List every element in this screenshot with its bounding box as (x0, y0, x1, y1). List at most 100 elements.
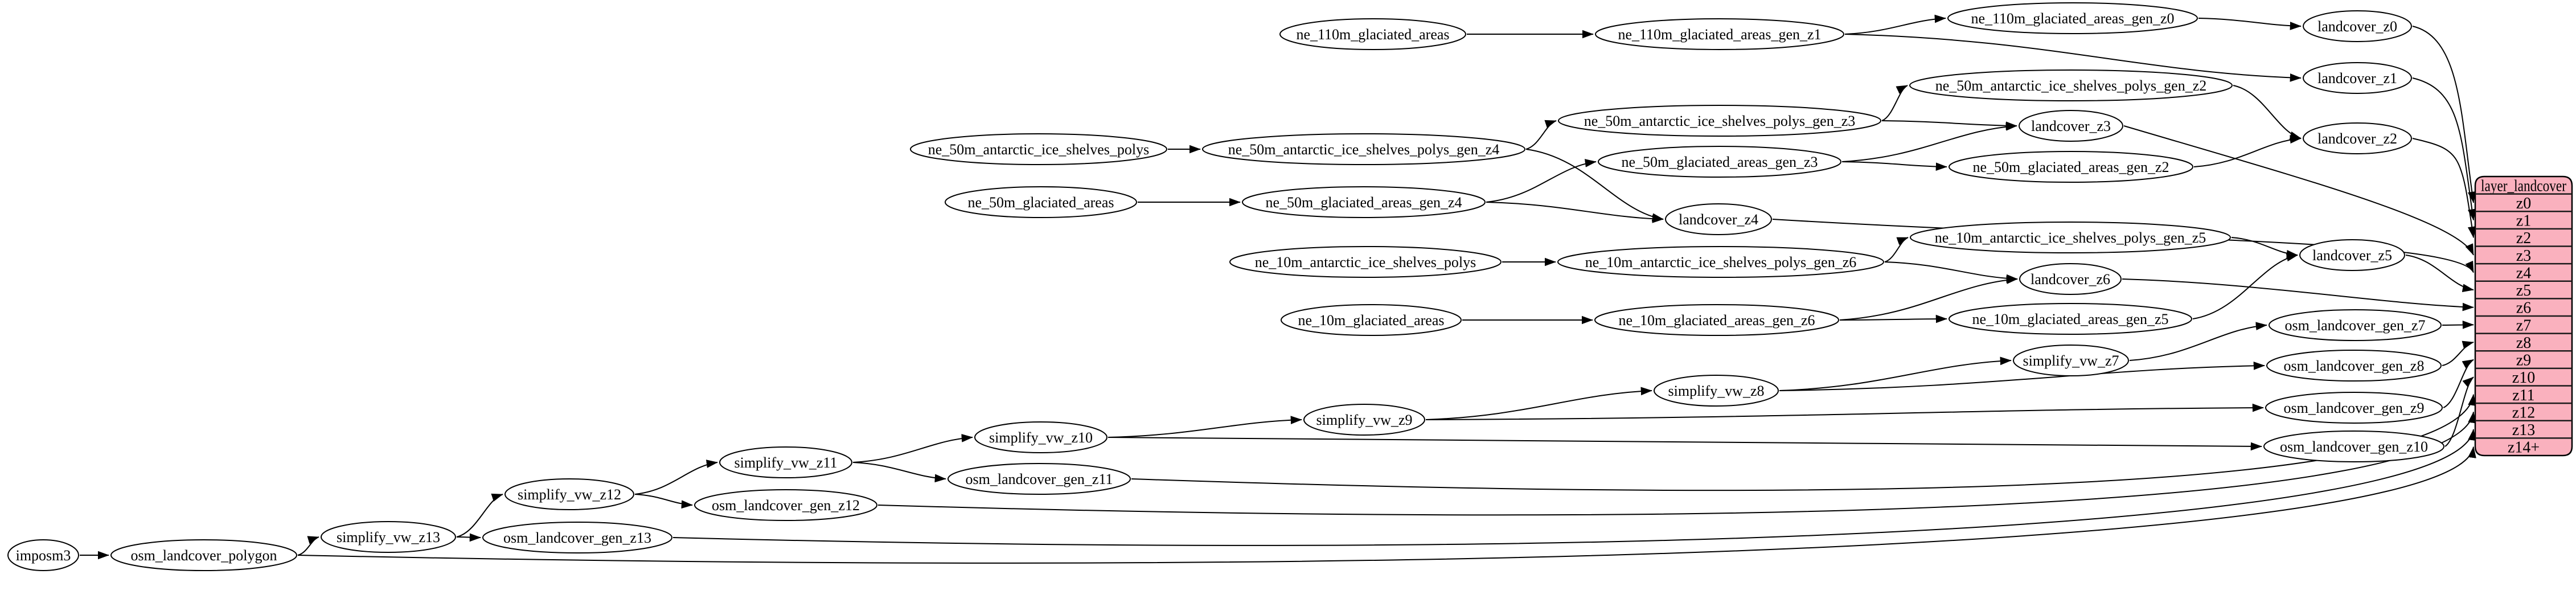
graph-node-ne_50m_glaciated_areas: ne_50m_glaciated_areas (945, 186, 1137, 218)
node-label: landcover_z4 (1679, 211, 1758, 228)
ne_10m_glaciated_areas_gen_z5-ellipse (1949, 303, 2192, 335)
simplify_vw_z13-ellipse (321, 521, 456, 553)
graph-node-ne_50m_antarctic_ice_shelves_polys_gen_z4: ne_50m_antarctic_ice_shelves_polys_gen_z… (1202, 133, 1525, 165)
node-label: ne_10m_glaciated_areas (1298, 312, 1445, 329)
graph-node-osm_landcover_gen_z12: osm_landcover_gen_z12 (694, 489, 877, 521)
node-label: osm_landcover_gen_z7 (2285, 317, 2426, 334)
graph-node-landcover_z4: landcover_z4 (1665, 203, 1772, 235)
landcover_z2-ellipse (2303, 122, 2412, 154)
edge-ne_10m_glaciated_areas_gen_z6-to-landcover_z6 (1839, 276, 2018, 321)
edge-landcover_z2-to-row-z2 (2412, 138, 2476, 239)
edge-ne_50m_antarctic_ice_shelves_polys_gen_z3-to-landcover_z3 (1881, 120, 2017, 130)
graph-node-osm_landcover_gen_z11: osm_landcover_gen_z11 (947, 463, 1131, 495)
graph-node-ne_50m_antarctic_ice_shelves_polys: ne_50m_antarctic_ice_shelves_polys (910, 133, 1167, 165)
ne_110m_glaciated_areas-ellipse (1279, 18, 1466, 50)
node-label: ne_50m_glaciated_areas_gen_z4 (1265, 194, 1462, 211)
edge-osm_landcover_gen_z9-to-row-z9 (2443, 359, 2474, 408)
graph-node-landcover_z1: landcover_z1 (2303, 62, 2412, 94)
table-row-z1: z1 (2516, 212, 2531, 230)
ne_10m_antarctic_ice_shelves_polys_gen_z5-ellipse (1910, 222, 2231, 253)
edge-ne_50m_glaciated_areas_gen_z3-to-landcover_z3 (1841, 122, 2017, 162)
ne_110m_glaciated_areas_gen_z0-ellipse (1947, 2, 2198, 34)
node-label: simplify_vw_z13 (337, 529, 440, 546)
edge-simplify_vw_z12-to-simplify_vw_z11 (634, 460, 718, 495)
osm_landcover_gen_z11-ellipse (947, 463, 1131, 495)
osm_landcover_gen_z7-ellipse (2269, 309, 2442, 341)
simplify_vw_z8-ellipse (1654, 375, 1779, 407)
edge-simplify_vw_z10-to-osm_landcover_gen_z10 (1107, 437, 2262, 451)
edge-simplify_vw_z13-to-simplify_vw_z12 (456, 493, 503, 538)
ne_10m_glaciated_areas_gen_z6-ellipse (1594, 304, 1839, 336)
graph-node-ne_50m_glaciated_areas_gen_z2: ne_50m_glaciated_areas_gen_z2 (1949, 151, 2193, 183)
simplify_vw_z12-ellipse (504, 478, 634, 510)
table-row-z10: z10 (2512, 369, 2535, 387)
table-row-z4: z4 (2516, 264, 2531, 282)
ne_50m_glaciated_areas_gen_z2-ellipse (1949, 151, 2193, 183)
edge-osm_landcover_gen_z13-to-row-z13 (672, 429, 2476, 546)
table-row-z2: z2 (2516, 229, 2531, 247)
edge-ne_50m_glaciated_areas_gen_z3-to-ne_50m_glaciated_areas_gen_z2 (1841, 161, 1947, 171)
graph-node-simplify_vw_z13: simplify_vw_z13 (321, 521, 456, 553)
node-label: ne_10m_antarctic_ice_shelves_polys_gen_z… (1585, 254, 1857, 270)
edge-osm_landcover_gen_z8-to-row-z8 (2442, 341, 2474, 366)
edge-ne_10m_glaciated_areas_gen_z6-to-ne_10m_glaciated_areas_gen_z5 (1839, 314, 1947, 323)
table-row-z11: z11 (2512, 387, 2534, 404)
ne_10m_antarctic_ice_shelves_polys-ellipse (1229, 246, 1502, 278)
edge-ne_50m_glaciated_areas_gen_z4-to-ne_50m_glaciated_areas_gen_z3 (1486, 159, 1597, 203)
node-label: osm_landcover_polygon (130, 547, 277, 564)
table-row-z13: z13 (2512, 421, 2535, 439)
edge-landcover_z1-to-row-z1 (2412, 77, 2476, 221)
graph-node-ne_50m_glaciated_areas_gen_z3: ne_50m_glaciated_areas_gen_z3 (1598, 146, 1841, 178)
osm_landcover_gen_z12-ellipse (694, 489, 877, 521)
node-label: ne_10m_glaciated_areas_gen_z5 (1972, 311, 2168, 327)
edge-osm_landcover_polygon-to-simplify_vw_z13 (297, 536, 319, 556)
edge-ne_50m_antarctic_ice_shelves_polys_gen_z4-to-landcover_z4 (1525, 149, 1664, 222)
node-label: ne_50m_antarctic_ice_shelves_polys_gen_z… (1935, 77, 2207, 94)
graph-node-simplify_vw_z12: simplify_vw_z12 (504, 478, 634, 510)
edge-osm_landcover_polygon-to-row-z14plus (297, 446, 2476, 564)
node-label: osm_landcover_gen_z8 (2284, 358, 2425, 374)
edge-landcover_z4-to-row-z4 (1772, 219, 2474, 273)
graph-node-osm_landcover_gen_z9: osm_landcover_gen_z9 (2265, 392, 2443, 424)
node-label: simplify_vw_z12 (518, 486, 621, 503)
node-label: landcover_z2 (2317, 130, 2397, 147)
node-label: osm_landcover_gen_z13 (503, 530, 651, 546)
graph-node-osm_landcover_gen_z7: osm_landcover_gen_z7 (2269, 309, 2442, 341)
landcover_z5-ellipse (2299, 239, 2405, 271)
edge-ne_50m_glaciated_areas_gen_z4-to-landcover_z4 (1486, 202, 1664, 223)
graph-node-simplify_vw_z7: simplify_vw_z7 (2013, 345, 2129, 376)
graph-node-ne_110m_glaciated_areas_gen_z0: ne_110m_glaciated_areas_gen_z0 (1947, 2, 2198, 34)
edge-simplify_vw_z13-to-osm_landcover_gen_z13 (456, 533, 481, 542)
imposm3-ellipse (7, 539, 79, 571)
graph-node-ne_110m_glaciated_areas: ne_110m_glaciated_areas (1279, 18, 1466, 50)
landcover_z4-ellipse (1665, 203, 1772, 235)
node-label: landcover_z6 (2031, 271, 2110, 288)
simplify_vw_z11-ellipse (719, 446, 852, 478)
graph-node-simplify_vw_z10: simplify_vw_z10 (974, 421, 1107, 453)
edge-ne_50m_antarctic_ice_shelves_polys_gen_z2-to-landcover_z2 (2233, 85, 2302, 140)
edge-ne_110m_glaciated_areas_gen_z0-to-landcover_z0 (2198, 18, 2302, 30)
graph-node-simplify_vw_z9: simplify_vw_z9 (1303, 404, 1425, 436)
edge-ne_10m_antarctic_ice_shelves_polys_gen_z6-to-ne_10m_antarctic_ice_shelves_polys_gen_z5 (1884, 237, 1909, 263)
graph-node-osm_landcover_gen_z8: osm_landcover_gen_z8 (2266, 350, 2442, 382)
table-row-z8: z8 (2516, 334, 2531, 352)
ne_50m_antarctic_ice_shelves_polys-ellipse (910, 133, 1167, 165)
landcover_z3-ellipse (2019, 110, 2123, 142)
table-title: layer_landcover (2481, 177, 2567, 195)
edge-ne_110m_glaciated_areas_gen_z1-to-landcover_z1 (1844, 34, 2302, 82)
table-row-z6: z6 (2516, 300, 2531, 317)
graph-node-ne_50m_antarctic_ice_shelves_polys_gen_z3: ne_50m_antarctic_ice_shelves_polys_gen_z… (1558, 105, 1881, 137)
landcover_z0-ellipse (2303, 10, 2412, 42)
graph-node-ne_10m_antarctic_ice_shelves_polys: ne_10m_antarctic_ice_shelves_polys (1229, 246, 1502, 278)
graph-node-imposm3: imposm3 (7, 539, 79, 571)
edge-osm_landcover_gen_z12-to-row-z12 (877, 411, 2476, 516)
landcover_z1-ellipse (2303, 62, 2412, 94)
graph-node-ne_50m_antarctic_ice_shelves_polys_gen_z2: ne_50m_antarctic_ice_shelves_polys_gen_z… (1909, 69, 2233, 101)
node-label: landcover_z3 (2031, 118, 2111, 134)
ne_50m_antarctic_ice_shelves_polys_gen_z4-ellipse (1202, 133, 1525, 165)
edges-layer (79, 14, 2476, 564)
graph-node-ne_50m_glaciated_areas_gen_z4: ne_50m_glaciated_areas_gen_z4 (1242, 186, 1486, 218)
edge-landcover_z3-to-row-z3 (2123, 125, 2474, 256)
edge-ne_10m_antarctic_ice_shelves_polys_gen_z6-to-landcover_z6 (1884, 261, 2018, 283)
